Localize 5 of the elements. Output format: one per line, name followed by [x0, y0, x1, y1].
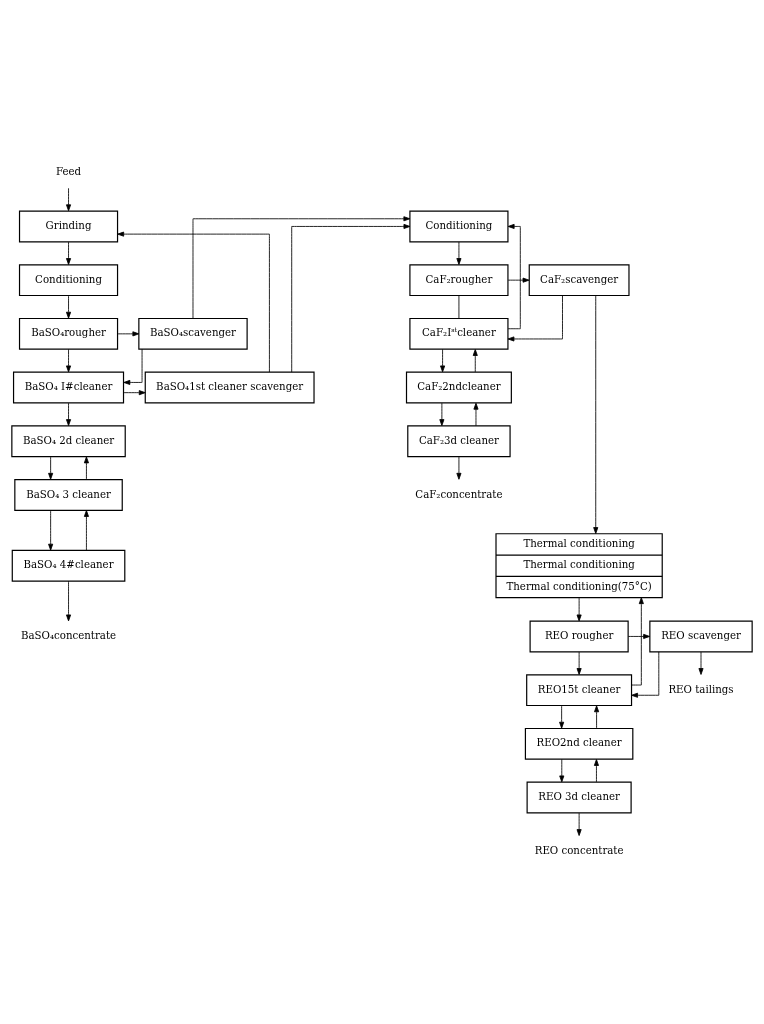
node-text: REO concentrate	[534, 844, 624, 856]
node-text: Feed	[55, 166, 82, 178]
node-text: BaSO₄concentrate	[20, 630, 117, 642]
node-text: CaF₂concentrate	[415, 488, 503, 500]
node-text: REO tailings	[668, 683, 734, 695]
